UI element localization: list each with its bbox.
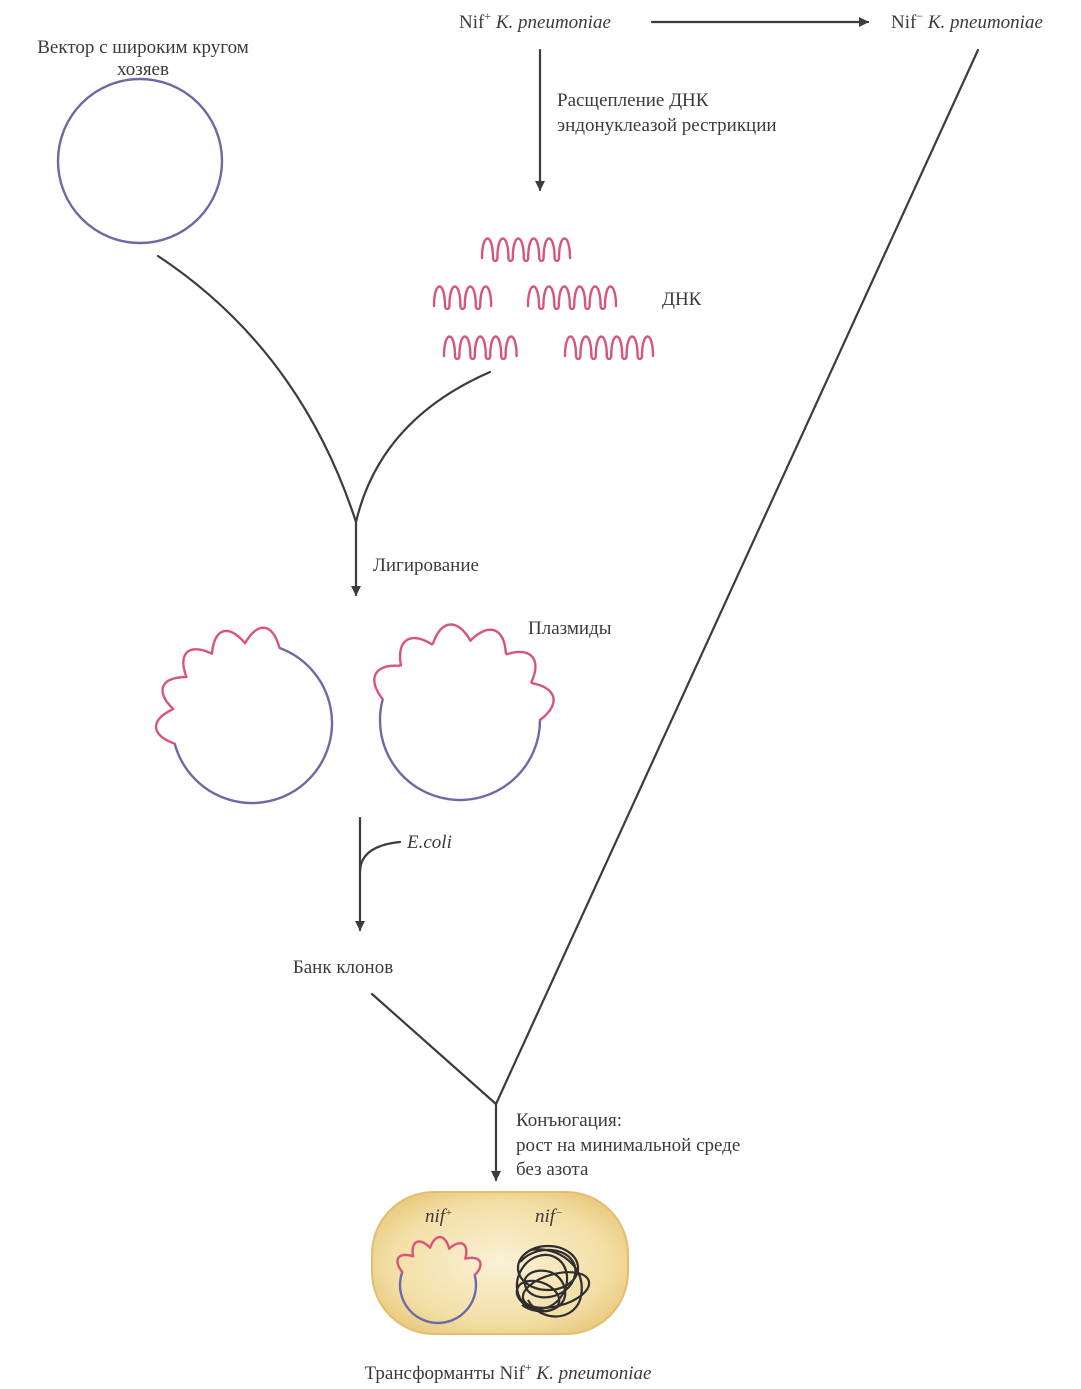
ecoli-hook	[360, 842, 400, 872]
line-vector-to-ligation	[158, 256, 356, 522]
vector-plasmid	[58, 79, 222, 243]
dna-fragment	[565, 337, 653, 359]
dna-fragment	[434, 287, 491, 309]
conjugation-label-line2: рост на минимальной среде	[516, 1135, 740, 1156]
digestion-label-line1: Расщепление ДНК	[557, 90, 709, 111]
conjugation-label-line3: без азота	[516, 1159, 589, 1180]
plasmid-insert	[374, 625, 553, 721]
dna-fragment	[528, 287, 616, 309]
clone-bank-label: Банк клонов	[293, 957, 393, 978]
dna-fragments	[434, 239, 653, 359]
plasmid-vector-arc	[175, 648, 332, 803]
dna-label: ДНК	[662, 289, 702, 310]
plasmid-insert	[156, 628, 279, 744]
target-strain-label: Nif− K. pneumoniae	[891, 9, 1043, 33]
plasmids-label: Плазмиды	[528, 618, 612, 639]
dna-fragment	[444, 337, 517, 359]
vector-label-line2: хозяев	[117, 59, 169, 80]
ecoli-label: E.coli	[406, 832, 452, 853]
line-dna-to-ligation	[356, 372, 490, 522]
source-strain-label: Nif+ K. pneumoniae	[459, 9, 611, 33]
recombinant-plasmids	[156, 625, 553, 804]
ligation-label: Лигирование	[373, 555, 479, 576]
digestion-label-line2: эндонуклеазой рестрикции	[557, 115, 777, 136]
vector-label-line1: Вектор с широким кругом	[37, 37, 249, 58]
dna-fragment	[482, 239, 570, 261]
line-target-to-conjugation	[496, 50, 978, 1104]
conjugation-label-line1: Конъюгация:	[516, 1110, 622, 1131]
transformants-label: Трансформанты Nif+ K. pneumoniae	[365, 1360, 652, 1384]
line-bank-to-conjugation	[372, 994, 496, 1104]
plasmid-vector-arc	[380, 699, 540, 800]
